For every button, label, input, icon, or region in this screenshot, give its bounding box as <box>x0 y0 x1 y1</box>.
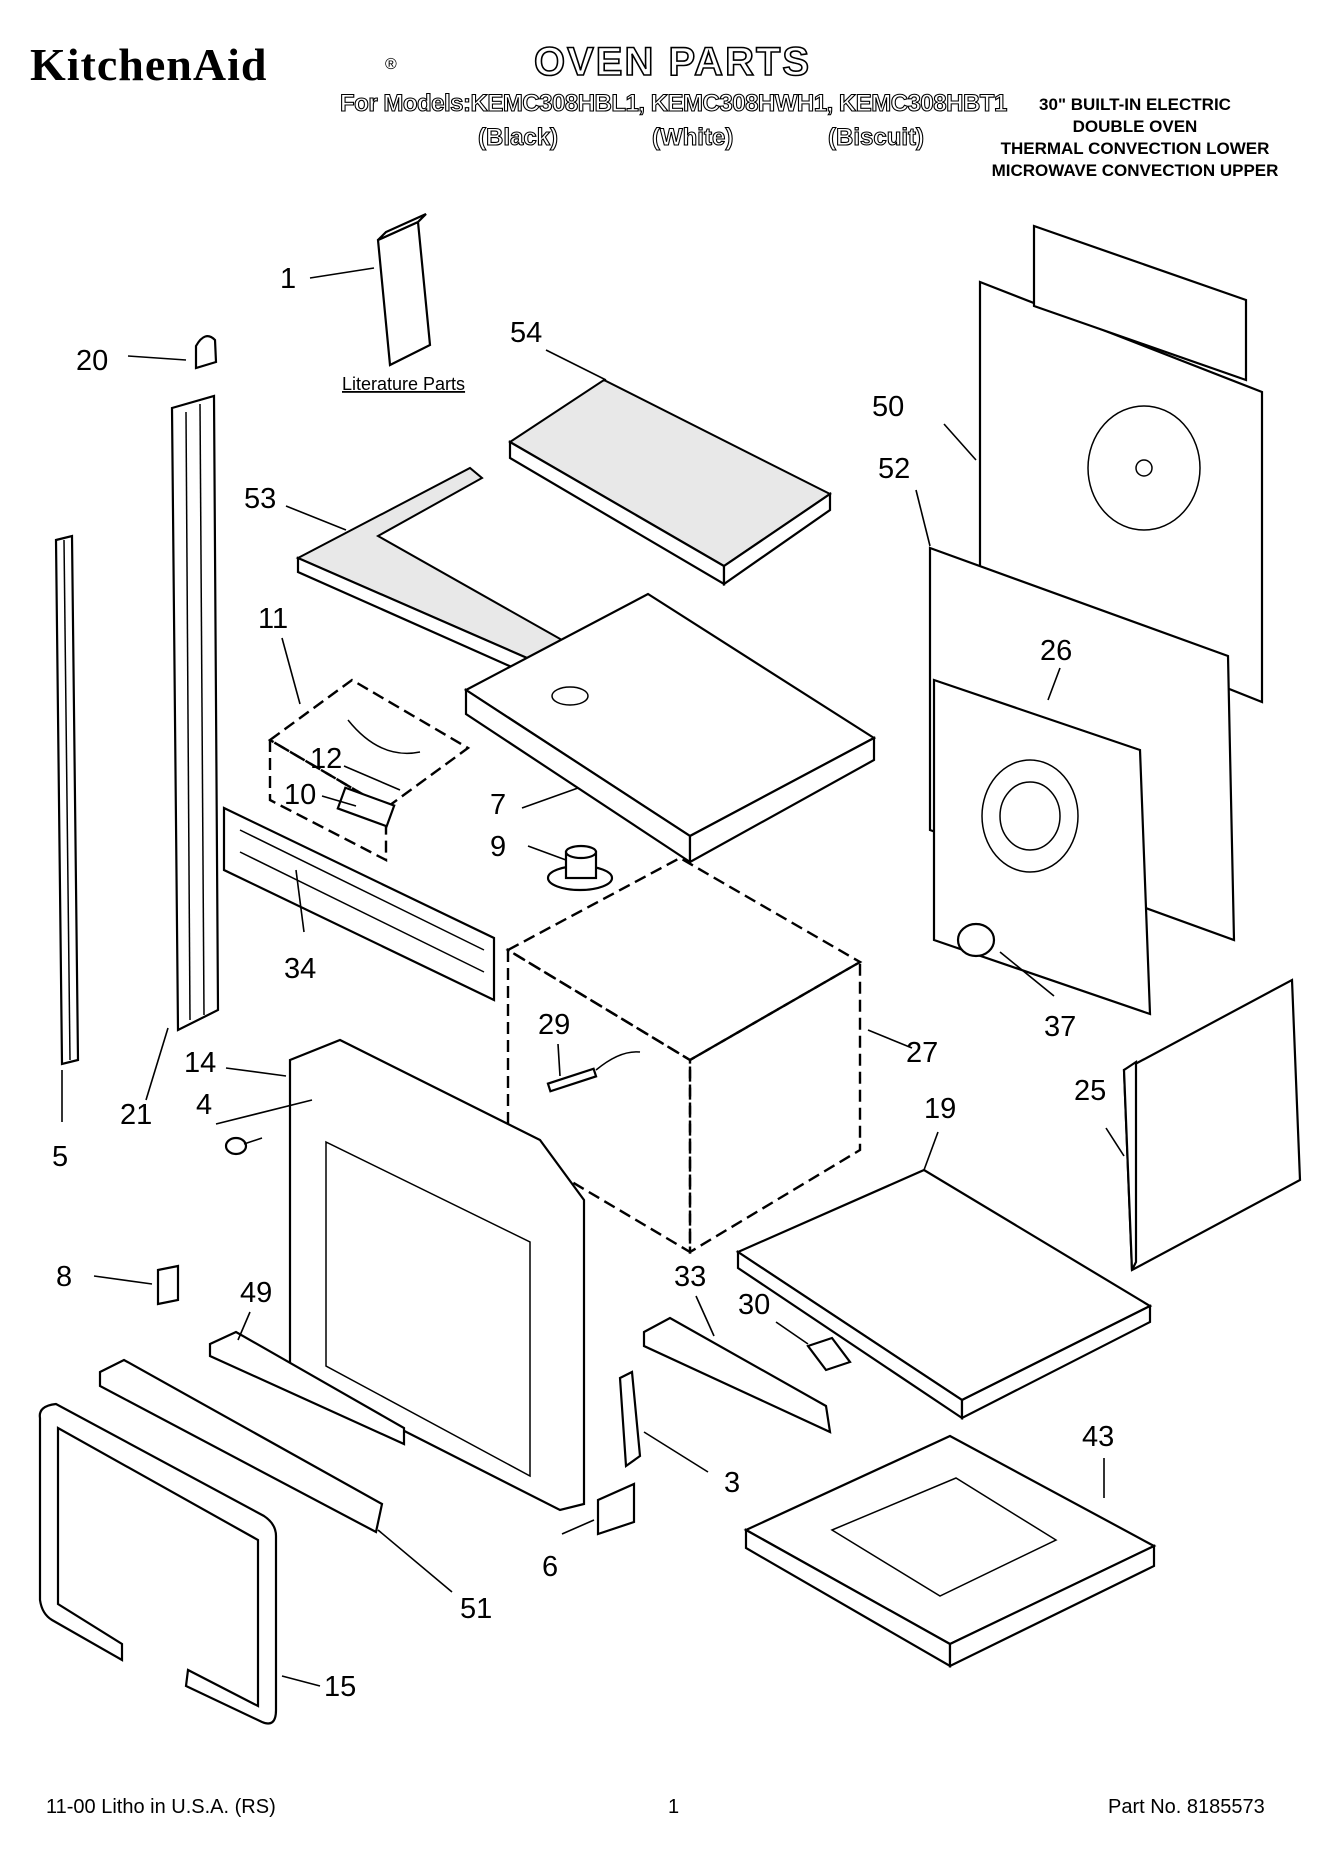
callout-20: 20 <box>76 345 108 377</box>
part-33 <box>642 1316 832 1434</box>
part-14-front-frame <box>288 1038 586 1512</box>
callout-10: 10 <box>284 779 316 811</box>
description-line: 30" BUILT-IN ELECTRIC <box>1039 95 1231 114</box>
callout-19: 19 <box>924 1093 956 1125</box>
callout-52: 52 <box>878 453 910 485</box>
color-white: (White) <box>651 123 734 151</box>
color-biscuit: (Biscuit) <box>827 123 924 151</box>
part-6 <box>596 1482 636 1536</box>
callout-7: 7 <box>490 789 506 821</box>
leader-lines <box>61 267 1125 1687</box>
footer-part-number: Part No. 8185573 <box>1108 1796 1265 1818</box>
callout-34: 34 <box>284 953 316 985</box>
part-19-bottom-panel <box>735 1168 1153 1421</box>
callout-5: 5 <box>52 1141 68 1173</box>
callout-49: 49 <box>240 1277 272 1309</box>
footer-page-number: 1 <box>668 1796 680 1818</box>
part-11-light-assembly <box>267 678 471 862</box>
part-8 <box>156 1264 180 1306</box>
callout-30: 30 <box>738 1289 770 1321</box>
callout-1: 1 <box>280 263 296 295</box>
part-literature <box>376 212 432 367</box>
part-51-trim <box>98 1358 384 1534</box>
part-43-tray <box>743 1434 1157 1668</box>
appliance-description: 30" BUILT-IN ELECTRIC DOUBLE OVEN THERMA… <box>950 94 1320 182</box>
part-53-insulation-frame <box>295 466 564 686</box>
part-37 <box>956 922 996 958</box>
callout-50: 50 <box>872 391 904 423</box>
part-4-screw <box>224 1136 263 1156</box>
part-3 <box>618 1370 642 1469</box>
callout-51: 51 <box>460 1593 492 1625</box>
callout-27: 27 <box>906 1037 938 1069</box>
part-15-gasket <box>38 1402 278 1725</box>
callout-11: 11 <box>258 603 288 635</box>
brand-logo: KitchenAid <box>30 39 268 90</box>
callout-3: 3 <box>724 1467 740 1499</box>
part-29 <box>546 1051 641 1093</box>
callout-8: 8 <box>56 1261 72 1293</box>
callout-14: 14 <box>184 1047 216 1079</box>
part-20 <box>194 335 218 370</box>
part-34-vent <box>222 806 496 1002</box>
callout-4: 4 <box>196 1089 212 1121</box>
models-line: For Models:KEMC308HBL1, KEMC308HWH1, KEM… <box>339 89 1007 117</box>
literature-parts-label: Literature Parts <box>342 374 465 394</box>
callout-26: 26 <box>1040 635 1072 667</box>
callout-29: 29 <box>538 1009 570 1041</box>
callout-54: 54 <box>510 317 542 349</box>
callout-25: 25 <box>1074 1075 1106 1107</box>
callout-33: 33 <box>674 1261 706 1293</box>
part-9 <box>546 844 614 892</box>
part-25-side-panel <box>1122 978 1302 1272</box>
callout-43: 43 <box>1082 1421 1114 1453</box>
callout-9: 9 <box>490 831 506 863</box>
part-5-rail <box>54 534 80 1066</box>
part-54-insulation <box>508 378 832 587</box>
part-30 <box>806 1336 852 1372</box>
callout-21: 21 <box>120 1099 152 1131</box>
part-7-top-panel <box>463 592 877 865</box>
page-title: OVEN PARTS <box>533 39 812 85</box>
callout-15: 15 <box>324 1671 356 1703</box>
color-black: (Black) <box>477 123 559 151</box>
description-line: THERMAL CONVECTION LOWER <box>1000 139 1270 158</box>
part-27-oven-liner <box>505 856 863 1255</box>
description-line: DOUBLE OVEN <box>1072 117 1198 136</box>
part-21-side-trim <box>170 394 220 1032</box>
description-line: MICROWAVE CONVECTION UPPER <box>991 161 1279 180</box>
callout-12: 12 <box>310 743 342 775</box>
callout-37: 37 <box>1044 1011 1076 1043</box>
footer-litho: 11-00 Litho in U.S.A. (RS) <box>46 1796 276 1818</box>
part-49 <box>208 1330 406 1446</box>
callout-53: 53 <box>244 483 276 515</box>
callout-6: 6 <box>542 1551 558 1583</box>
registered-mark: ® <box>385 56 397 73</box>
